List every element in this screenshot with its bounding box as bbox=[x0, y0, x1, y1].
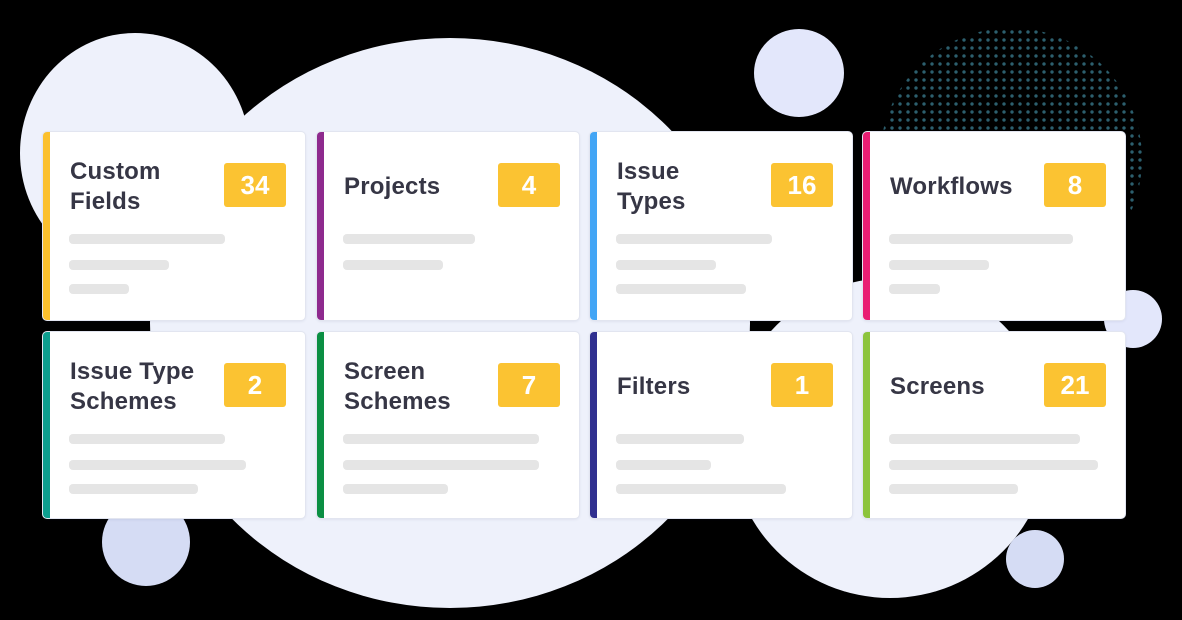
card-title: Screens bbox=[890, 373, 985, 400]
count-badge: 1 bbox=[771, 363, 833, 407]
skeleton-line bbox=[889, 260, 989, 270]
skeleton-line bbox=[69, 234, 225, 244]
summary-card-screen-schemes[interactable]: Screen Schemes 7 bbox=[317, 332, 579, 518]
skeleton-line bbox=[69, 434, 225, 444]
background-blob-large bbox=[150, 38, 750, 608]
card-title: Filters bbox=[617, 373, 691, 400]
count-badge: 21 bbox=[1044, 363, 1106, 407]
count-badge: 34 bbox=[224, 163, 286, 207]
skeleton-line bbox=[616, 484, 786, 494]
count-badge: 16 bbox=[771, 163, 833, 207]
skeleton-line bbox=[889, 460, 1098, 470]
card-title: Screen Schemes bbox=[344, 358, 451, 415]
skeleton-line bbox=[343, 234, 475, 244]
summary-card-issue-types[interactable]: Issue Types 16 bbox=[590, 132, 852, 320]
summary-card-screens[interactable]: Screens 21 bbox=[863, 332, 1125, 518]
circle-decoration-top bbox=[754, 29, 844, 117]
summary-card-filters[interactable]: Filters 1 bbox=[590, 332, 852, 518]
card-accent-bar bbox=[590, 332, 597, 518]
skeleton-line bbox=[616, 434, 744, 444]
card-accent-bar bbox=[590, 132, 597, 320]
count-badge: 8 bbox=[1044, 163, 1106, 207]
skeleton-line bbox=[889, 434, 1080, 444]
card-title: Workflows bbox=[890, 173, 1013, 200]
count-badge: 4 bbox=[498, 163, 560, 207]
skeleton-line bbox=[889, 284, 940, 294]
skeleton-line bbox=[889, 234, 1073, 244]
skeleton-line bbox=[69, 484, 198, 494]
skeleton-line bbox=[616, 260, 716, 270]
summary-card-workflows[interactable]: Workflows 8 bbox=[863, 132, 1125, 320]
skeleton-line bbox=[343, 434, 539, 444]
card-accent-bar bbox=[43, 132, 50, 320]
skeleton-line bbox=[69, 260, 169, 270]
card-title: Issue Type Schemes bbox=[70, 358, 195, 415]
skeleton-line bbox=[616, 234, 772, 244]
skeleton-line bbox=[343, 484, 448, 494]
card-title: Issue Types bbox=[617, 158, 686, 215]
circle-decoration-bottom-right bbox=[1006, 530, 1064, 588]
card-accent-bar bbox=[863, 132, 870, 320]
skeleton-line bbox=[616, 460, 711, 470]
skeleton-line bbox=[889, 484, 1018, 494]
card-accent-bar bbox=[863, 332, 870, 518]
skeleton-line bbox=[343, 460, 539, 470]
count-badge: 2 bbox=[224, 363, 286, 407]
card-accent-bar bbox=[317, 132, 324, 320]
card-accent-bar bbox=[317, 332, 324, 518]
skeleton-line bbox=[616, 284, 746, 294]
count-badge: 7 bbox=[498, 363, 560, 407]
card-title: Custom Fields bbox=[70, 158, 161, 215]
skeleton-line bbox=[343, 260, 443, 270]
summary-card-custom-fields[interactable]: Custom Fields 34 bbox=[43, 132, 305, 320]
skeleton-line bbox=[69, 284, 129, 294]
summary-card-projects[interactable]: Projects 4 bbox=[317, 132, 579, 320]
skeleton-line bbox=[69, 460, 246, 470]
card-title: Projects bbox=[344, 173, 441, 200]
summary-card-issue-type-schemes[interactable]: Issue Type Schemes 2 bbox=[43, 332, 305, 518]
card-accent-bar bbox=[43, 332, 50, 518]
